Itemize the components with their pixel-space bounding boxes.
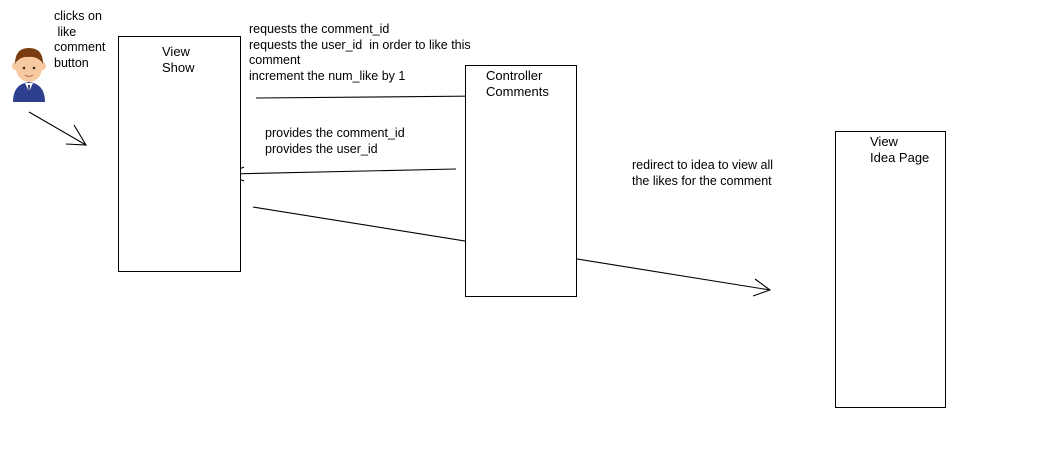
- requests-message-line: increment the num_like by 1: [249, 68, 406, 83]
- requests-message-line: requests the comment_id: [249, 22, 390, 36]
- view-idea-page-title-line: View: [870, 134, 898, 149]
- view-show-box: [118, 36, 241, 272]
- requests-message: requests the comment_id requests the use…: [249, 22, 471, 84]
- actor-click-arrowhead: [65, 124, 88, 146]
- view-idea-page-title: View Idea Page: [870, 134, 929, 166]
- controller-comments-box: [465, 65, 577, 297]
- controller-comments-title: Controller Comments: [486, 68, 549, 100]
- controller-comments-title-line: Controller: [486, 68, 543, 83]
- actor-label-line: clicks on: [54, 9, 102, 23]
- actor-label-line: like: [54, 24, 77, 39]
- user-icon: [12, 48, 46, 102]
- provides-message-line: provides the comment_id: [265, 126, 405, 140]
- view-show-title-line: Show: [162, 60, 195, 75]
- controller-comments-title-line: Comments: [486, 84, 549, 99]
- redirect-message-line: the likes for the comment: [632, 173, 772, 188]
- actor-label-line: comment: [54, 40, 106, 54]
- requests-message-line: comment: [249, 53, 301, 67]
- requests-arrow: [255, 95, 484, 99]
- redirect-message: redirect to idea to view all the likes f…: [632, 158, 773, 189]
- view-idea-page-box: [835, 131, 946, 408]
- view-show-title-line: View: [162, 44, 190, 59]
- redirect-arrowhead: [752, 278, 772, 297]
- provides-message-line: provides the user_id: [265, 141, 378, 156]
- provides-message: provides the comment_id provides the use…: [265, 126, 405, 157]
- actor-label: clicks on like comment button: [54, 9, 105, 71]
- actor-label-line: button: [54, 55, 89, 70]
- provides-arrow: [227, 168, 457, 175]
- actor-click-arrow: [28, 111, 87, 146]
- requests-message-line: requests the user_id in order to like th…: [249, 37, 471, 52]
- view-idea-page-title-line: Idea Page: [870, 150, 930, 165]
- redirect-message-line: redirect to idea to view all: [632, 158, 774, 172]
- view-show-title: View Show: [162, 44, 195, 76]
